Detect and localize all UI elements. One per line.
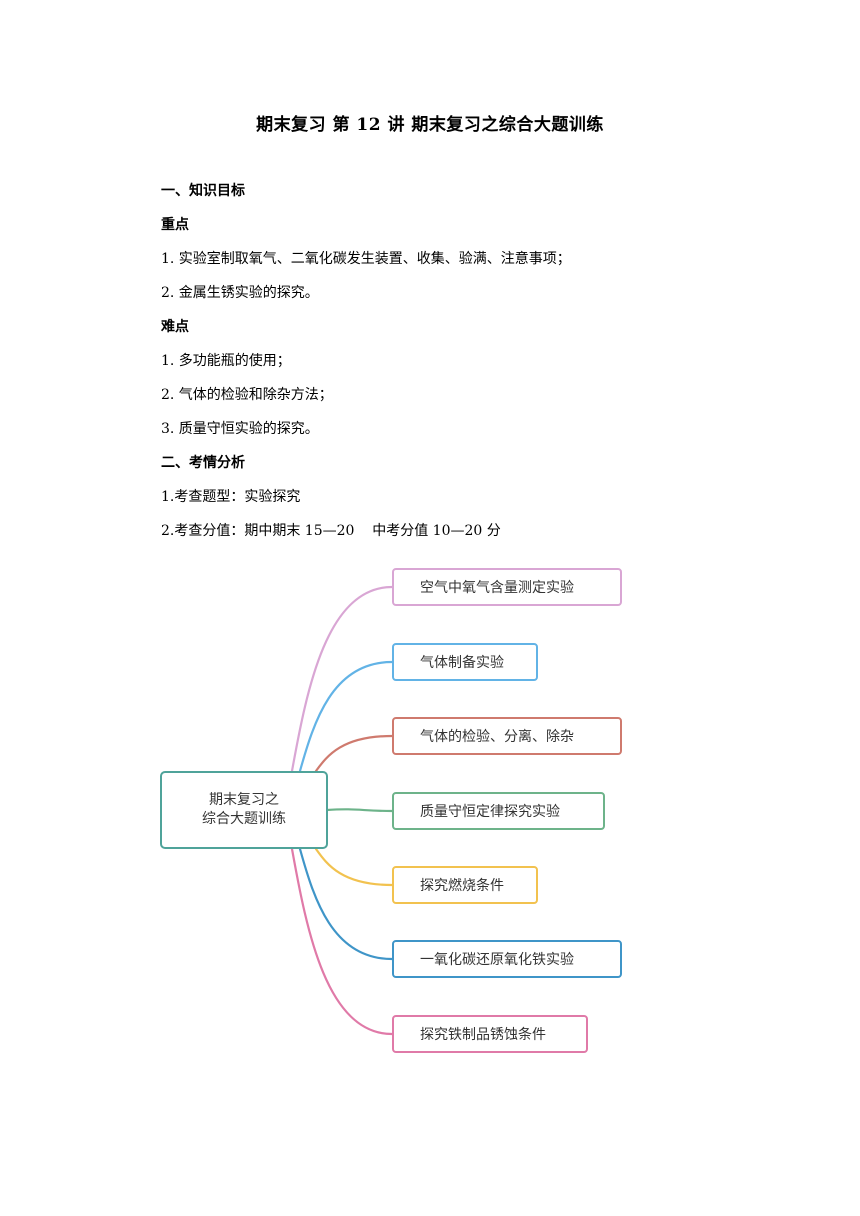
difficult-point-item: 3. 质量守恒实验的探究。: [161, 421, 319, 437]
mindmap-connector: [314, 847, 394, 887]
section1-heading: 一、知识目标: [161, 183, 245, 199]
root-label-line1: 期末复习之: [209, 792, 279, 808]
root-label-line2: 综合大题训练: [202, 811, 286, 827]
branch-label: 气体制备实验: [420, 655, 504, 671]
branch-node-combustion: 探究燃烧条件: [392, 866, 538, 904]
branch-node-gas-preparation: 气体制备实验: [392, 643, 538, 681]
branch-label: 探究燃烧条件: [420, 878, 504, 894]
branch-label: 质量守恒定律探究实验: [420, 804, 560, 820]
mindmap-connector: [290, 585, 394, 773]
section2-heading: 二、考情分析: [161, 455, 245, 471]
exam-analysis-item: 2.考查分值：期中期末 15—20 中考分值 10—20 分: [161, 523, 501, 539]
mindmap-connector: [298, 847, 394, 961]
page-title: 期末复习 第 12 讲 期末复习之综合大题训练: [256, 115, 604, 135]
branch-label: 空气中氧气含量测定实验: [420, 580, 574, 596]
branch-node-mass-conservation: 质量守恒定律探究实验: [392, 792, 605, 830]
difficult-point-item: 1. 多功能瓶的使用；: [161, 353, 291, 369]
mindmap-connector: [298, 660, 394, 773]
branch-node-co-reduction: 一氧化碳还原氧化铁实验: [392, 940, 622, 978]
branch-node-iron-rusting: 探究铁制品锈蚀条件: [392, 1015, 588, 1053]
mindmap-connector: [314, 734, 394, 773]
key-point-item: 1. 实验室制取氧气、二氧化碳发生装置、收集、验满、注意事项；: [161, 251, 571, 267]
key-point-item: 2. 金属生锈实验的探究。: [161, 285, 319, 301]
branch-node-oxygen-content: 空气中氧气含量测定实验: [392, 568, 622, 606]
branch-label: 一氧化碳还原氧化铁实验: [420, 952, 574, 968]
branch-label: 气体的检验、分离、除杂: [420, 729, 574, 745]
mindmap-connector: [325, 808, 394, 813]
branch-node-gas-testing: 气体的检验、分离、除杂: [392, 717, 622, 755]
mindmap-root-node: 期末复习之 综合大题训练: [160, 771, 328, 849]
difficult-points-label: 难点: [161, 319, 189, 335]
mindmap-connector: [290, 847, 394, 1036]
exam-analysis-item: 1.考查题型：实验探究: [161, 489, 301, 505]
difficult-point-item: 2. 气体的检验和除杂方法；: [161, 387, 333, 403]
branch-label: 探究铁制品锈蚀条件: [420, 1027, 546, 1043]
key-points-label: 重点: [161, 217, 189, 233]
